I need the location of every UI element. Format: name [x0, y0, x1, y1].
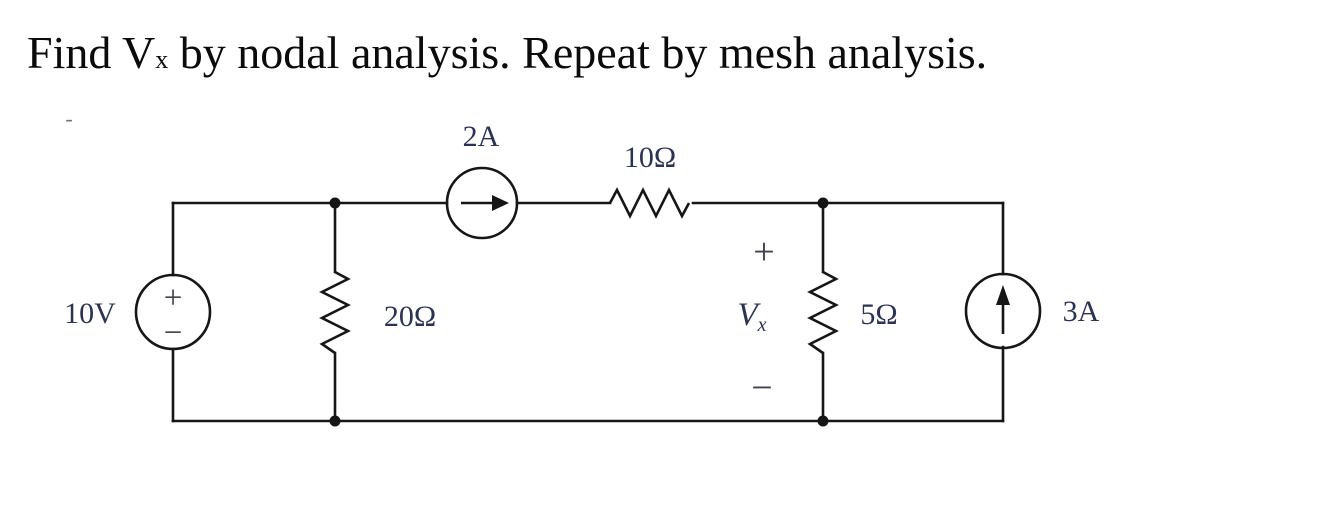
resistor-10ohm-label: 10Ω: [623, 141, 677, 174]
arrow-up-head-icon: [996, 285, 1010, 305]
resistor-10ohm-zigzag: [608, 187, 691, 219]
title-prefix: Find V: [27, 27, 156, 78]
resistor-20ohm-label: 20Ω: [383, 300, 437, 333]
voltage-source-plus-sign: +: [164, 280, 183, 316]
stray-dash-mark: -: [65, 106, 73, 131]
title-subscript: x: [155, 45, 169, 74]
resistor-5ohm-zigzag: [807, 270, 839, 355]
arrow-right-head-icon: [492, 195, 509, 211]
current-source-3a-label: 3A: [1062, 295, 1100, 328]
voltage-source-circle: [134, 273, 212, 351]
current-source-3a-circle: [964, 272, 1042, 350]
vx-plus-sign: +: [753, 231, 775, 273]
node-dot-bottom-right: [817, 415, 829, 427]
vx-minus-sign: −: [751, 367, 773, 409]
node-dot-top-right: [817, 197, 829, 209]
node-dot-top-left: [329, 197, 341, 209]
vx-symbol: V: [737, 297, 758, 333]
vx-label: Vx: [737, 297, 767, 336]
node-dot-bottom-left: [329, 415, 341, 427]
voltage-source-minus-sign: −: [164, 315, 183, 351]
resistor-5ohm-label: 5Ω: [860, 298, 898, 331]
resistor-20ohm-zigzag: [319, 270, 351, 355]
voltage-source-label: 10V: [64, 297, 116, 330]
title-rest: by nodal analysis. Repeat by mesh analys…: [168, 27, 988, 78]
current-source-2a-circle: [445, 166, 519, 240]
vx-subscript: x: [757, 314, 767, 336]
current-source-2a-label: 2A: [462, 120, 500, 153]
page-title: Find Vx by nodal analysis. Repeat by mes…: [27, 26, 987, 79]
